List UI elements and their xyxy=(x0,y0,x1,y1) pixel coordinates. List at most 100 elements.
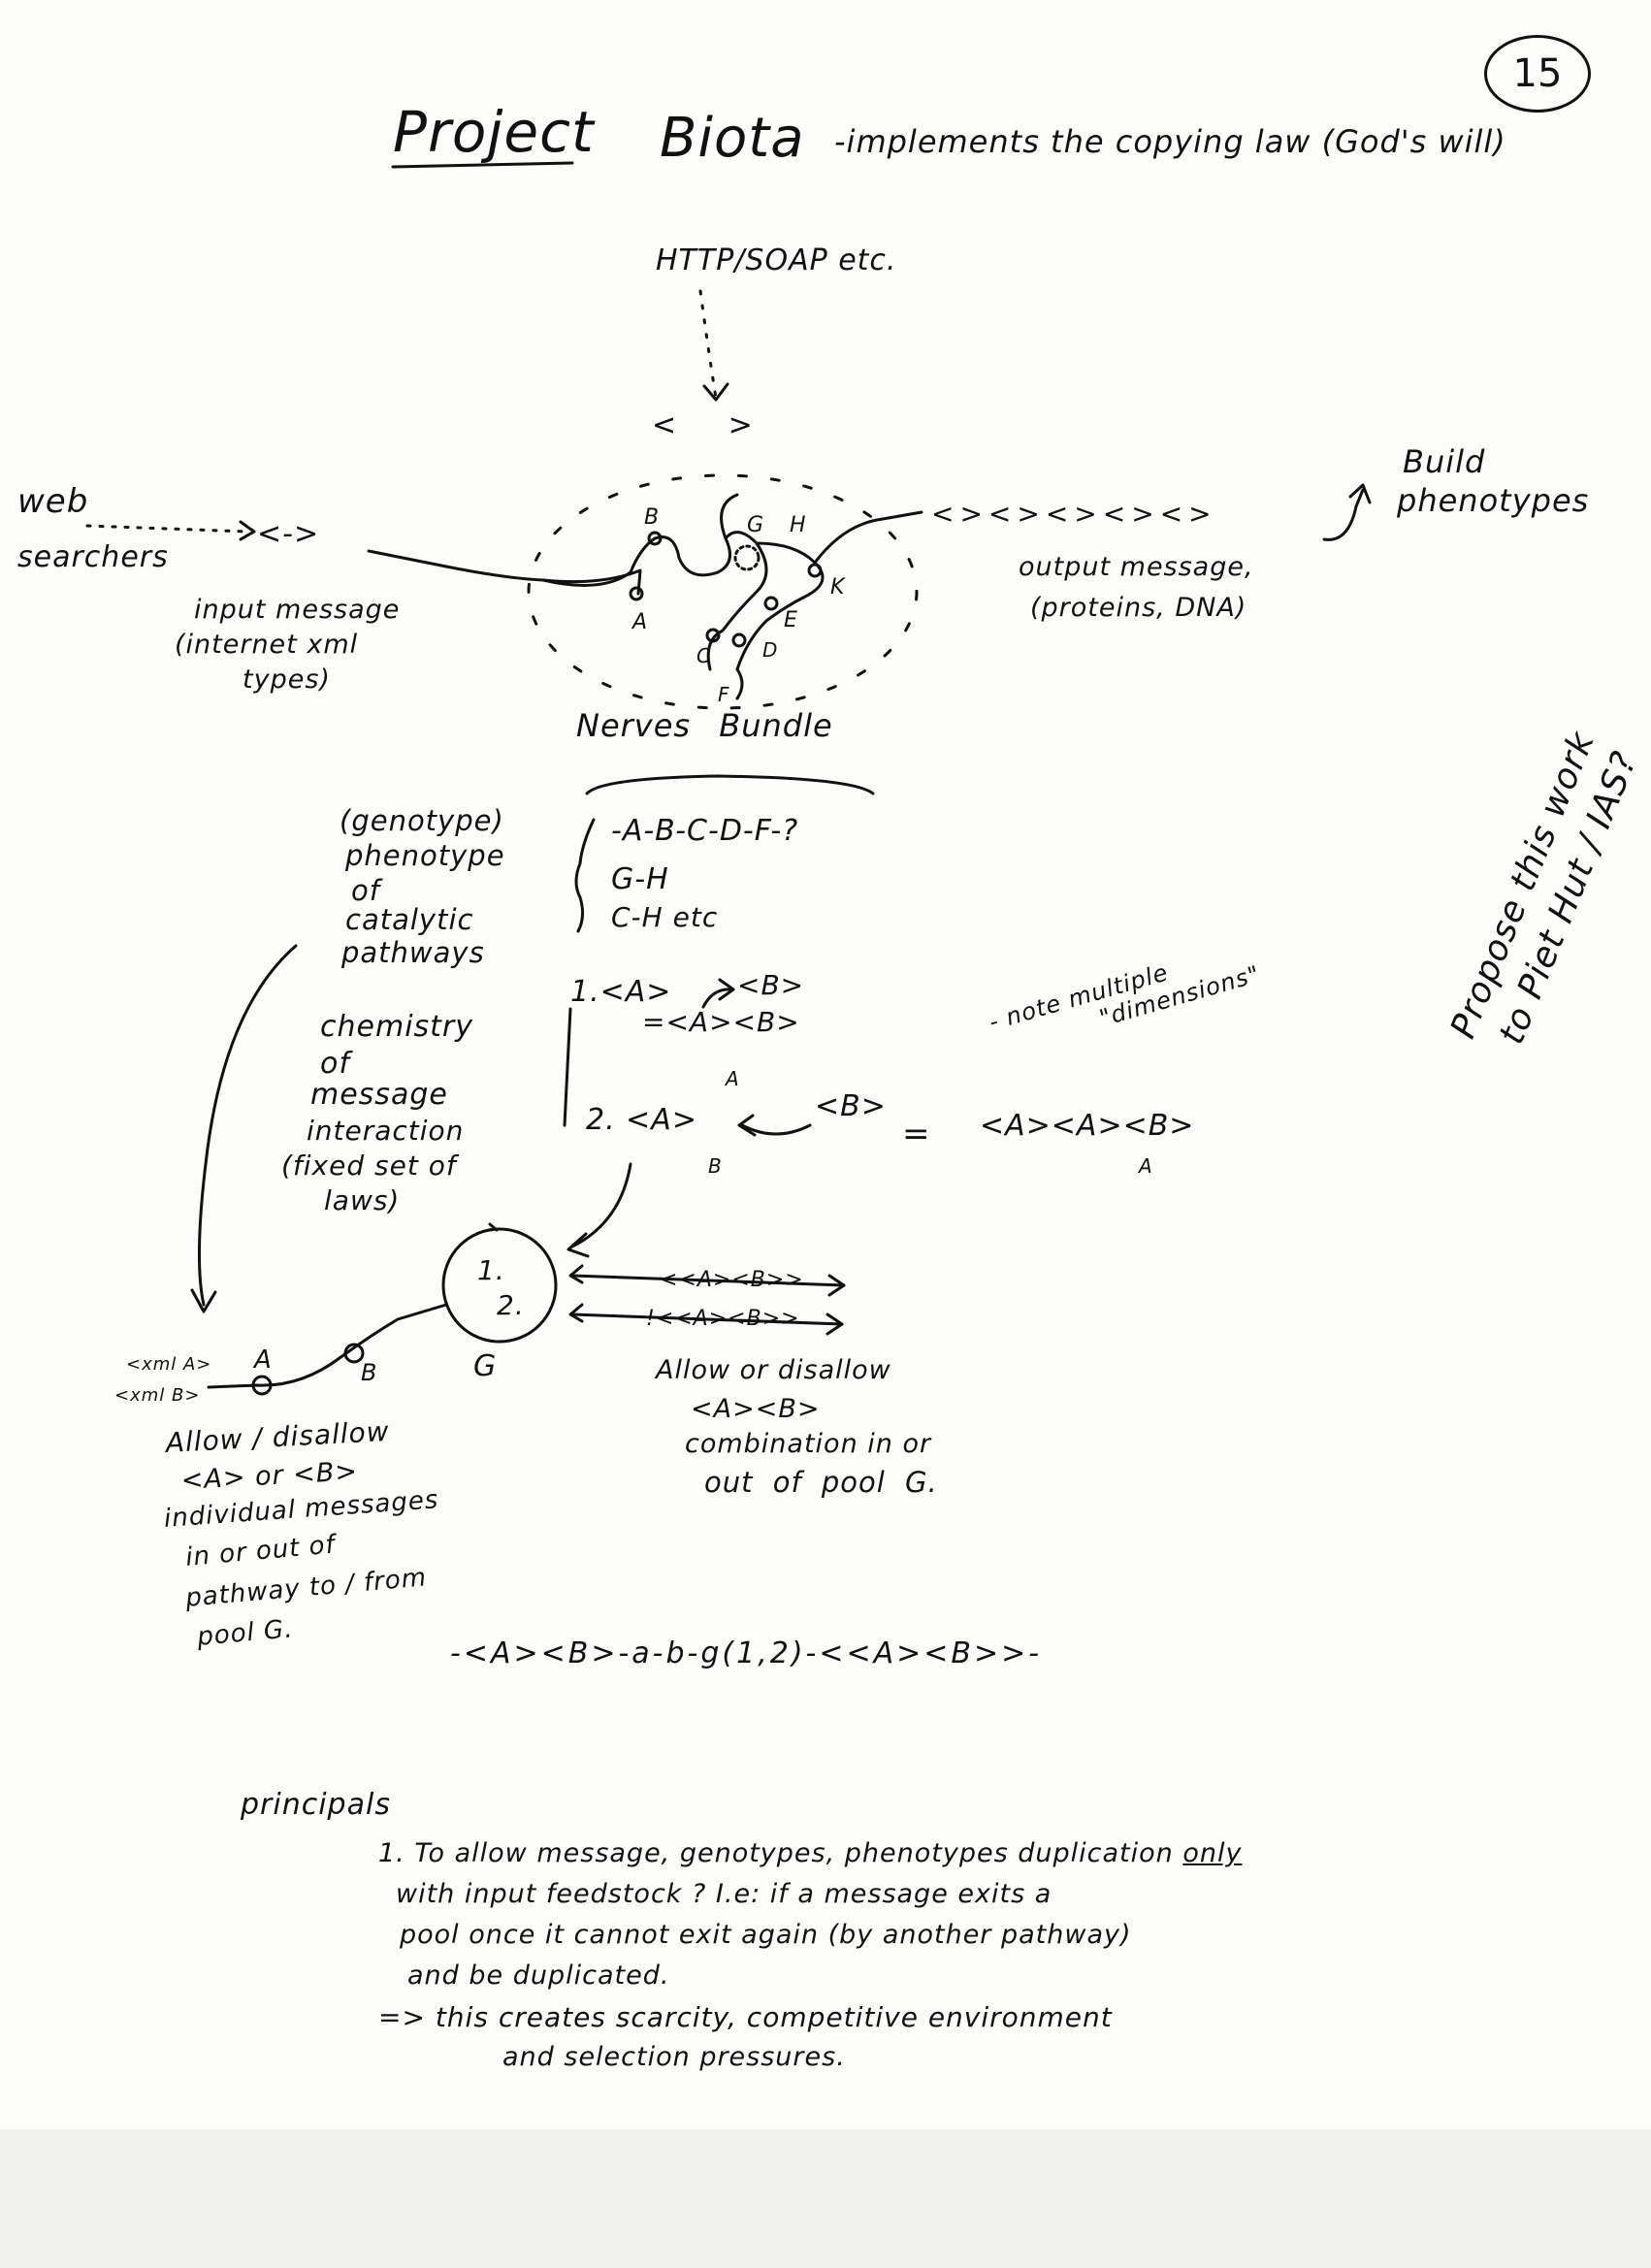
genotype-line2: phenotype xyxy=(345,839,505,872)
chemistry-line2: of xyxy=(320,1047,350,1081)
title-biota: Biota xyxy=(660,107,805,170)
pathway-curve-3 xyxy=(735,541,825,671)
genotype-line3: of xyxy=(351,874,380,907)
law1-left: 1.<A> xyxy=(570,975,672,1009)
protocol-label: HTTP/SOAP etc. xyxy=(656,243,897,277)
law2-a-mark: A xyxy=(726,1067,740,1090)
node-c-label: C xyxy=(696,644,711,667)
pathway-list-line1: -A-B-C-D-F-? xyxy=(611,814,799,848)
law-to-pool-arrowhead xyxy=(567,1232,590,1258)
genotype-line1: (genotype) xyxy=(340,804,504,837)
principle-1-line4: and be duplicated. xyxy=(407,1960,670,1991)
http-arrowhead xyxy=(702,382,729,402)
principle-2-line1: => this creates scarcity, competitive en… xyxy=(378,2001,1113,2033)
xml-message-a: <xml A> xyxy=(126,1354,212,1375)
pathway-expression: -<A><B>-a-b-g(1,2)-<<A><B>>- xyxy=(450,1636,1043,1670)
allow-combination-line1: Allow or disallow xyxy=(656,1355,891,1385)
node-b-circle xyxy=(343,1343,365,1364)
node-e-label: E xyxy=(784,608,798,632)
input-bracket: <-> xyxy=(257,517,320,551)
law1-result: =<A><B> xyxy=(642,1006,800,1038)
allow-combination-line3: combination in or xyxy=(685,1429,932,1459)
chemistry-brace xyxy=(563,1007,572,1127)
law1-arrowhead xyxy=(718,978,735,1001)
node-f-label: F xyxy=(718,683,730,706)
principle-1-text: 1. To allow message, genotypes, phenotyp… xyxy=(378,1838,1174,1868)
page-number-badge: 15 xyxy=(1484,35,1591,113)
principle-2-line2: and selection pressures. xyxy=(502,2042,846,2072)
genotype-arrow xyxy=(197,944,298,1307)
chemistry-line1: chemistry xyxy=(320,1010,474,1044)
top-brackets: < > xyxy=(652,408,774,442)
node-b-label: B xyxy=(644,505,661,530)
law2-left: 2. <A> xyxy=(586,1103,697,1137)
genotype-line5: pathways xyxy=(341,936,485,969)
law2-a-mark2: A xyxy=(1139,1154,1153,1178)
node-a-label: A xyxy=(632,610,649,634)
input-message-line3: types) xyxy=(243,664,331,695)
allow-combination-line2: <A><B> xyxy=(691,1394,821,1424)
node-d-label: D xyxy=(762,638,779,662)
pool-tick xyxy=(488,1222,499,1232)
pool-number-2: 2. xyxy=(497,1289,525,1321)
pool-number-1: 1. xyxy=(477,1254,505,1286)
input-message-line1: input message xyxy=(194,595,401,625)
build-arrow xyxy=(1322,488,1365,541)
law2-equals: = xyxy=(902,1115,931,1153)
title-project: Project xyxy=(393,99,595,165)
build-label: Build xyxy=(1403,443,1486,480)
pathways-top-brace xyxy=(585,774,875,795)
node-a-circle xyxy=(251,1375,273,1396)
pathway-node-b-label: B xyxy=(361,1359,378,1386)
law1-right: <B> xyxy=(737,969,805,1001)
pool-label: G xyxy=(473,1349,498,1383)
xml-message-b: <xml B> xyxy=(114,1385,201,1406)
pool-out-arrow xyxy=(570,1312,844,1326)
law2-right: <B> xyxy=(815,1089,887,1123)
scan-bottom-margin xyxy=(0,2129,1651,2268)
law2-arrow xyxy=(740,1123,812,1136)
pathway-node-a-label: A xyxy=(254,1345,273,1375)
pool-message-line2: !<<A><B>> xyxy=(646,1307,800,1331)
title-underline xyxy=(391,161,574,169)
title-subtitle: -implements the copying law (God's will) xyxy=(834,123,1506,160)
web-label: web xyxy=(17,482,89,521)
chemistry-line3: message xyxy=(310,1078,448,1112)
node-k-label: K xyxy=(830,575,846,599)
chemistry-line6: laws) xyxy=(324,1184,401,1216)
http-dotted-arrow xyxy=(698,289,718,400)
pathway-line xyxy=(207,1303,448,1389)
pathway-list-line3: C-H etc xyxy=(611,901,719,933)
node-g-label: G xyxy=(747,513,765,537)
build-arrowhead xyxy=(1348,483,1372,504)
genotype-line4: catalytic xyxy=(345,903,474,936)
pool-in-arrow xyxy=(570,1274,846,1287)
pathway-curve-4 xyxy=(813,510,923,565)
chemistry-line5: (fixed set of xyxy=(281,1150,457,1182)
input-message-line2: (internet xml xyxy=(175,630,359,660)
pathway-curve-5 xyxy=(735,667,744,700)
principle-1-line1: 1. To allow message, genotypes, phenotyp… xyxy=(378,1837,1242,1870)
allow-combination-line4: out of pool G. xyxy=(704,1466,938,1499)
principle-1-only: only xyxy=(1182,1838,1243,1868)
phenotypes-label: phenotypes xyxy=(1397,482,1590,519)
pool-circle xyxy=(441,1227,558,1344)
pool-message-line1: <<A><B>> xyxy=(660,1268,804,1292)
output-message-line2: (proteins, DNA) xyxy=(1030,593,1247,623)
principals-heading: principals xyxy=(241,1788,391,1822)
web-arrowhead xyxy=(239,520,256,541)
law2-b-mark: B xyxy=(708,1154,723,1178)
node-h-label: H xyxy=(790,513,807,537)
law2-arrowhead xyxy=(737,1114,757,1137)
input-line xyxy=(367,549,642,596)
searchers-label: searchers xyxy=(17,540,169,574)
genotype-arrowhead xyxy=(190,1288,217,1313)
output-message-line1: output message, xyxy=(1019,552,1254,582)
law1-arrow xyxy=(701,988,734,1009)
law-to-pool-arrow xyxy=(570,1162,632,1248)
nerves-bundle-label: Nerves Bundle xyxy=(576,707,833,744)
principle-1-line3: pool once it cannot exit again (by anoth… xyxy=(400,1920,1132,1950)
nerves-bundle-circle xyxy=(527,473,919,710)
